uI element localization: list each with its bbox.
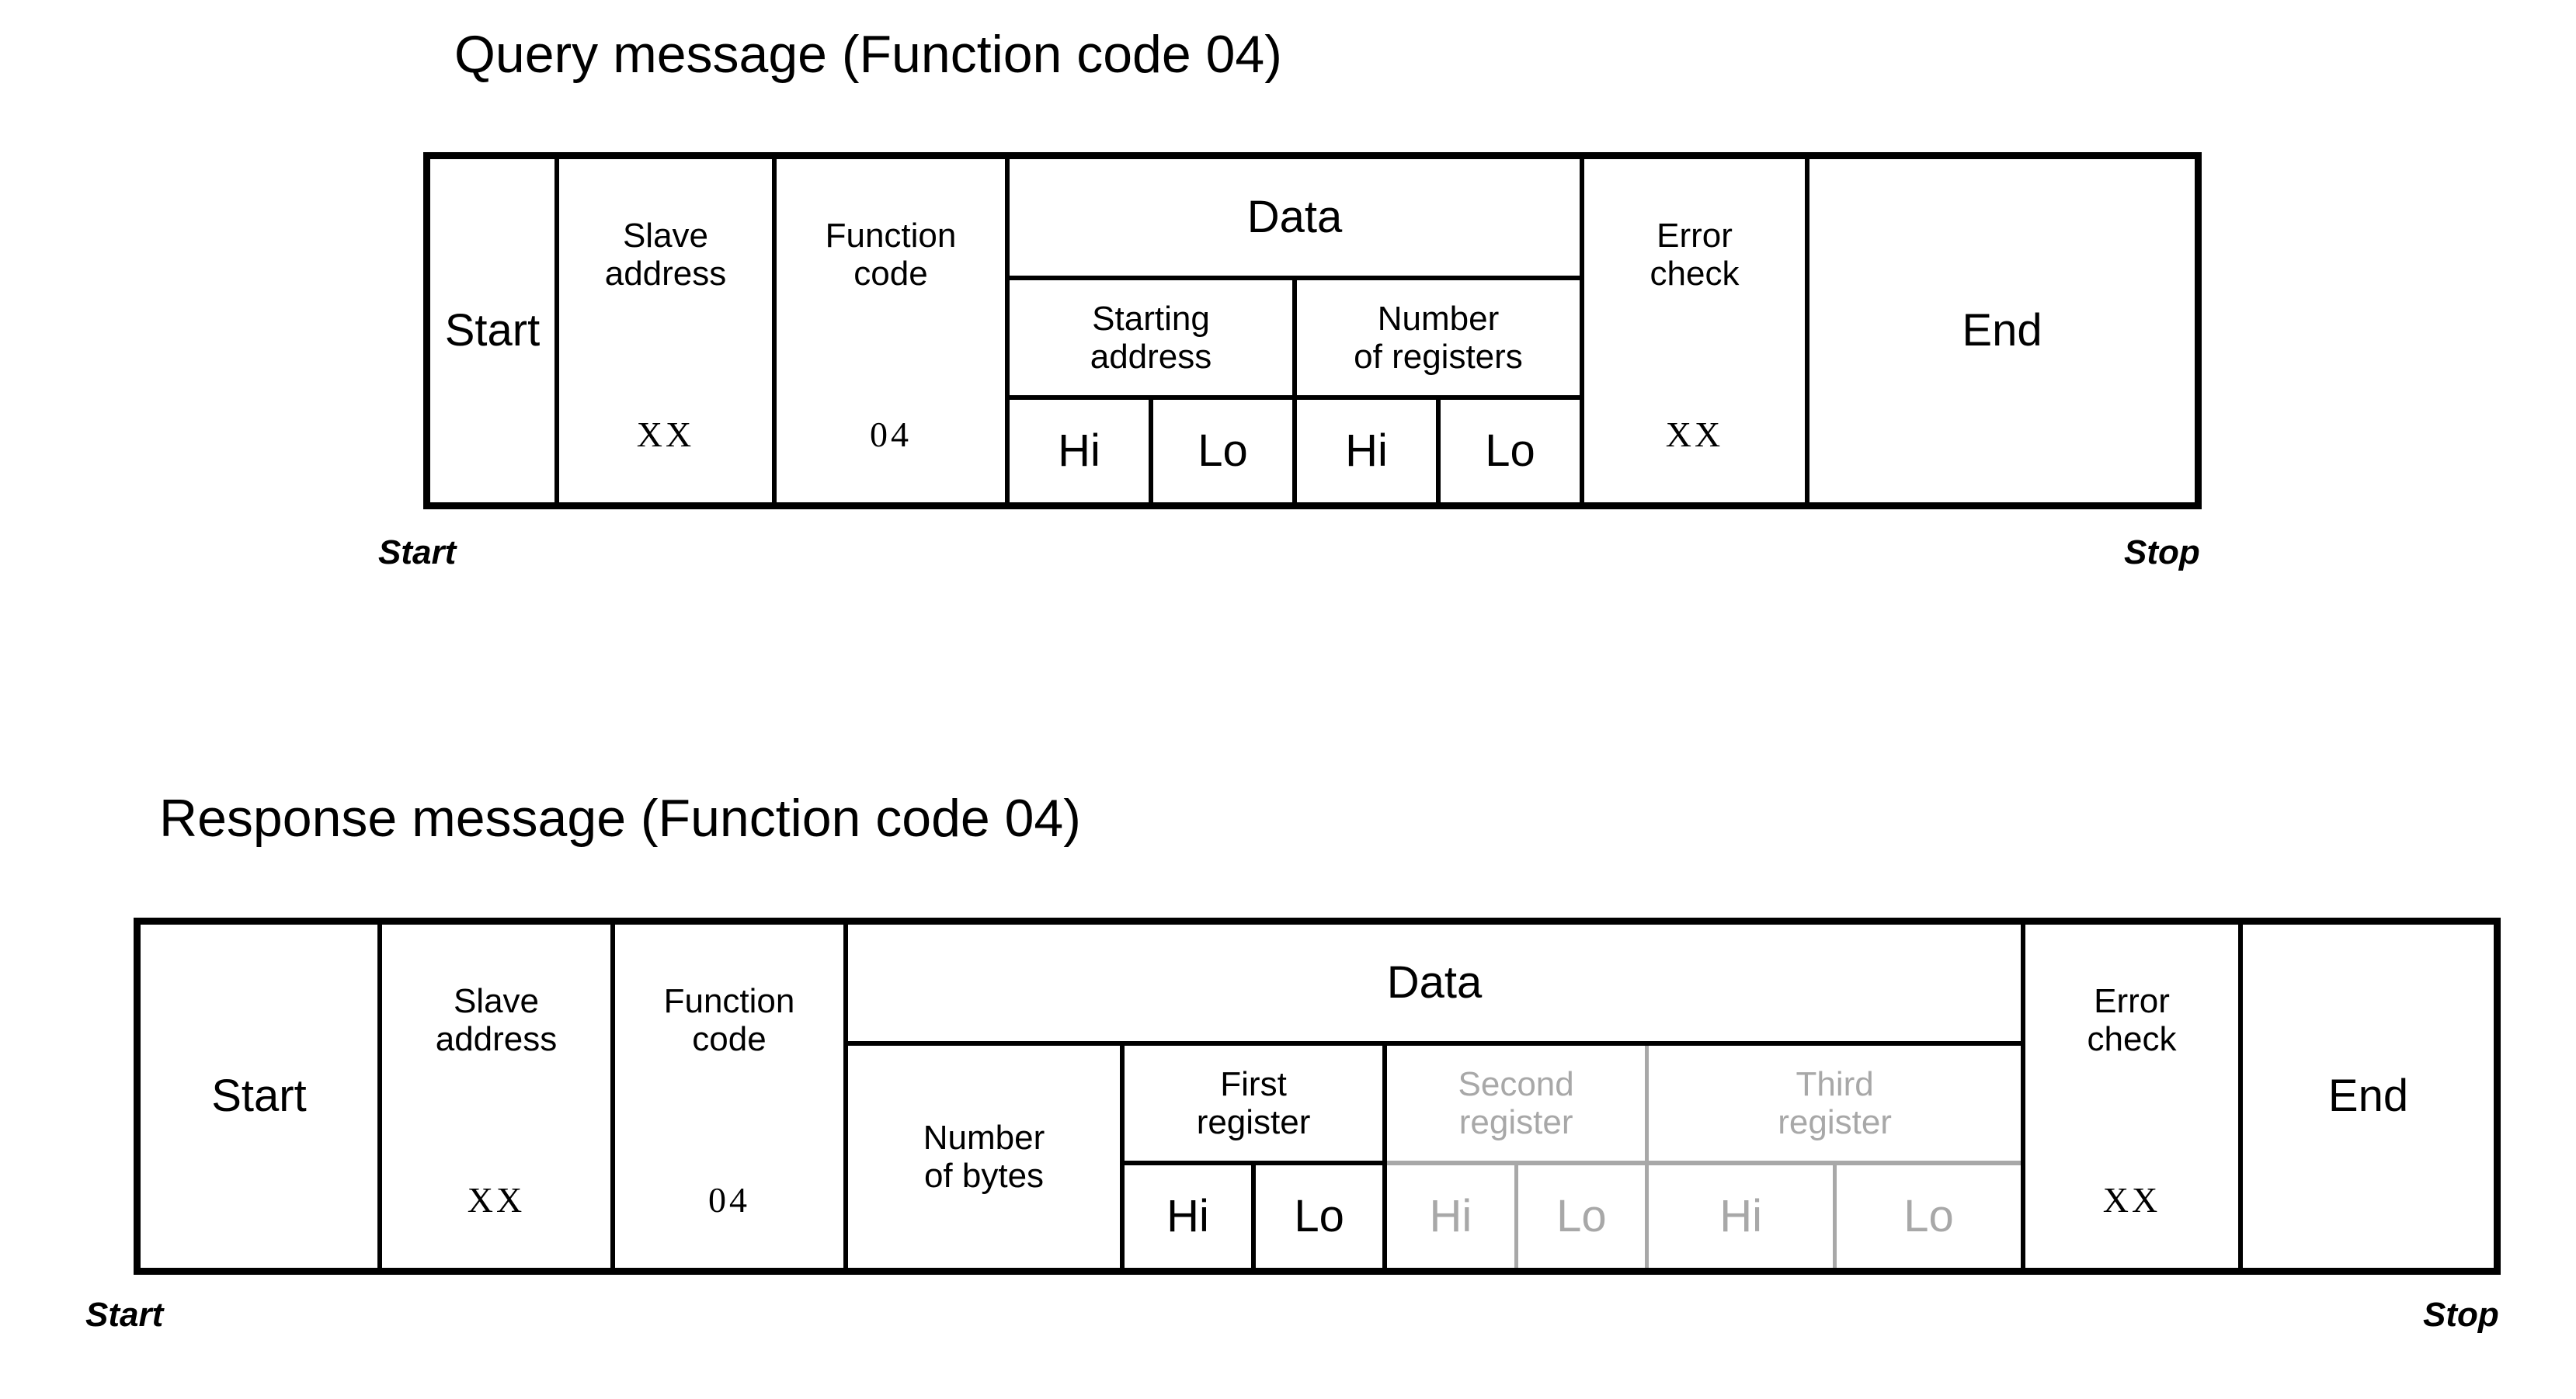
- response-second-register-bytes: Hi Lo: [1387, 1165, 1645, 1268]
- response-function-code-label-line1: Function: [663, 982, 795, 1020]
- response-second-register-line1: Second: [1458, 1064, 1574, 1103]
- query-start-label: Start: [444, 305, 541, 356]
- query-cell-function-code: Function code 04: [772, 159, 1005, 502]
- query-slave-address-label-line2: address: [604, 255, 727, 293]
- response-third-register-title: Third register: [1649, 1046, 2021, 1165]
- query-starting-address-bytes: Hi Lo: [1010, 400, 1292, 502]
- query-function-code-label-line2: code: [853, 255, 928, 293]
- response-start-caption: Start: [85, 1296, 164, 1334]
- response-cell-end: End: [2238, 925, 2494, 1268]
- query-number-of-registers-title: Number of registers: [1297, 280, 1580, 400]
- response-cell-start: Start: [141, 925, 377, 1268]
- query-start-caption: Start: [378, 533, 457, 571]
- response-group-second-register: Second register Hi Lo: [1382, 1046, 1646, 1268]
- query-cell-end: End: [1805, 159, 2195, 502]
- response-second-register-hi: Hi: [1429, 1191, 1472, 1241]
- response-third-register-lo: Lo: [1833, 1165, 2021, 1268]
- response-slave-address-value: XX: [467, 1180, 526, 1220]
- query-message-frame: Start Slave address XX Function code 04 …: [423, 152, 2202, 509]
- query-cell-slave-address: Slave address XX: [554, 159, 772, 502]
- query-cell-error-check: Error check XX: [1580, 159, 1805, 502]
- query-error-check-value: XX: [1665, 415, 1724, 454]
- response-function-code-value: 04: [708, 1180, 750, 1220]
- response-first-register-title: First register: [1125, 1046, 1383, 1165]
- query-number-of-registers-hi: Hi: [1345, 425, 1388, 476]
- response-error-check-value: XX: [2102, 1180, 2161, 1220]
- query-number-of-registers-bytes: Hi Lo: [1297, 400, 1580, 502]
- response-error-check-label: Error check: [2088, 982, 2177, 1059]
- query-data-header: Data: [1010, 159, 1580, 280]
- response-slave-address-label-line1: Slave: [453, 982, 540, 1020]
- query-starting-address-hi: Hi: [1058, 425, 1100, 476]
- query-slave-address-value: XX: [636, 415, 695, 454]
- response-error-check-label-line1: Error: [2094, 982, 2170, 1020]
- query-stop-caption: Stop: [2124, 533, 2200, 571]
- response-cell-data: Data Number of bytes First register: [843, 925, 2021, 1268]
- response-third-register-line1: Third: [1796, 1064, 1874, 1103]
- response-slave-address-label: Slave address: [436, 982, 558, 1059]
- query-function-code-label-line1: Function: [825, 217, 957, 255]
- query-cell-start: Start: [430, 159, 554, 502]
- query-error-check-label-line2: check: [1650, 255, 1740, 293]
- response-slave-address-label-line2: address: [435, 1020, 558, 1059]
- query-starting-address-line1: Starting: [1092, 299, 1210, 338]
- response-number-of-bytes-line1: Number: [923, 1118, 1045, 1157]
- response-third-register-hi: Hi: [1719, 1191, 1763, 1241]
- response-second-register-line2: register: [1458, 1103, 1573, 1141]
- query-starting-address-title: Starting address: [1010, 280, 1292, 400]
- response-group-third-register: Third register Hi Lo: [1645, 1046, 2021, 1268]
- response-data-header: Data: [848, 925, 2021, 1046]
- response-group-number-of-bytes: Number of bytes: [848, 1046, 1120, 1268]
- response-end-label: End: [2327, 1071, 2409, 1121]
- query-error-check-label: Error check: [1650, 217, 1740, 293]
- query-message-title: Query message (Function code 04): [454, 25, 1282, 84]
- response-group-first-register: First register Hi Lo: [1120, 1046, 1383, 1268]
- response-cell-error-check: Error check XX: [2021, 925, 2238, 1268]
- query-group-number-of-registers: Number of registers Hi Lo: [1292, 280, 1580, 502]
- response-first-register-bytes: Hi Lo: [1125, 1165, 1382, 1268]
- query-cell-data: Data Starting address Hi Lo: [1005, 159, 1580, 502]
- query-starting-address-line2: address: [1090, 338, 1212, 376]
- query-slave-address-label: Slave address: [605, 217, 727, 293]
- response-second-register-lo: Lo: [1514, 1165, 1646, 1268]
- response-error-check-label-line2: check: [2087, 1020, 2177, 1059]
- query-end-label: End: [1962, 305, 2042, 356]
- response-start-label: Start: [211, 1071, 307, 1121]
- response-function-code-label-line2: code: [692, 1020, 767, 1059]
- query-starting-address-lo: Lo: [1149, 400, 1292, 502]
- response-cell-function-code: Function code 04: [610, 925, 843, 1268]
- response-first-register-hi: Hi: [1166, 1191, 1209, 1241]
- response-cell-slave-address: Slave address XX: [377, 925, 610, 1268]
- response-stop-caption: Stop: [2423, 1296, 2499, 1334]
- response-number-of-bytes-line2: of bytes: [923, 1157, 1045, 1195]
- query-function-code-value: 04: [870, 415, 912, 454]
- query-data-body: Starting address Hi Lo Number of reg: [1010, 280, 1580, 502]
- query-number-of-registers-line1: Number: [1377, 299, 1500, 338]
- response-first-register-lo: Lo: [1251, 1165, 1382, 1268]
- query-function-code-label: Function code: [826, 217, 957, 293]
- response-first-register-line2: register: [1196, 1103, 1311, 1141]
- response-third-register-line2: register: [1778, 1103, 1892, 1141]
- query-group-starting-address: Starting address Hi Lo: [1010, 280, 1292, 502]
- response-message-frame: Start Slave address XX Function code 04 …: [134, 918, 2501, 1275]
- response-second-register-title: Second register: [1387, 1046, 1646, 1165]
- query-slave-address-label-line1: Slave: [622, 217, 709, 255]
- query-number-of-registers-line2: of registers: [1354, 338, 1523, 376]
- response-third-register-bytes: Hi Lo: [1649, 1165, 2021, 1268]
- query-error-check-label-line1: Error: [1656, 217, 1733, 255]
- response-function-code-label: Function code: [664, 982, 795, 1059]
- response-data-body: Number of bytes First register Hi Lo: [848, 1046, 2021, 1268]
- response-first-register-line1: First: [1220, 1064, 1287, 1103]
- query-number-of-registers-lo: Lo: [1436, 400, 1580, 502]
- response-message-title: Response message (Function code 04): [159, 789, 1081, 848]
